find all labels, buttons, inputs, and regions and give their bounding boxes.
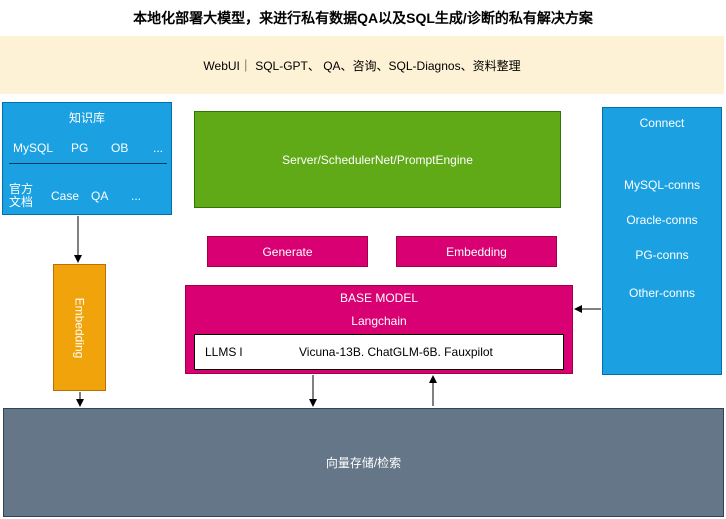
connect-item-oracle: Oracle-conns xyxy=(626,213,698,227)
connect-item-pg: PG-conns xyxy=(635,248,689,262)
vector-store-box: 向量存储/检索 xyxy=(3,408,724,517)
server-box: Server/SchedulerNet/PromptEngine xyxy=(194,111,561,208)
kb-doc-case: Case xyxy=(51,189,80,203)
vector-store-label: 向量存储/检索 xyxy=(325,456,402,470)
server-label: Server/SchedulerNet/PromptEngine xyxy=(282,152,473,167)
knowledge-base-box: 知识库 MySQL PG OB ... 官方 文档 Case QA ... xyxy=(2,102,172,215)
generate-label: Generate xyxy=(262,244,313,259)
page-title: 本地化部署大模型，来进行私有数据QA以及SQL生成/诊断的私有解决方案 xyxy=(133,10,593,26)
kb-doc-official: 官方 文档 xyxy=(9,182,34,209)
kb-source-more: ... xyxy=(153,141,164,155)
knowledge-base-title: 知识库 xyxy=(68,111,105,125)
connect-item-other: Other-conns xyxy=(628,286,696,300)
webui-label: WebUI｜ SQL-GPT、 QA、咨询、SQL-Diagnos、资料整理 xyxy=(203,58,521,73)
base-model-title: BASE MODEL xyxy=(339,291,419,305)
webui-banner: WebUI｜ SQL-GPT、 QA、咨询、SQL-Diagnos、资料整理 xyxy=(0,36,724,94)
kb-source-mysql: MySQL xyxy=(13,141,54,155)
vertical-embedding-box: Embedding xyxy=(53,264,106,391)
generate-box: Generate xyxy=(207,236,368,267)
langchain-label: Langchain xyxy=(351,314,407,328)
knowledge-base-sources: MySQL PG OB ... xyxy=(3,141,171,155)
llms-box: LLMS l Vicuna-13B. ChatGLM-6B. Fauxpilot xyxy=(194,334,564,370)
base-model-box: BASE MODEL Langchain LLMS l Vicuna-13B. … xyxy=(185,285,573,374)
knowledge-base-docs: 官方 文档 Case QA ... xyxy=(3,183,171,213)
kb-doc-more: ... xyxy=(131,189,142,203)
connect-title: Connect xyxy=(639,116,685,130)
connect-item-mysql: MySQL-conns xyxy=(623,178,701,192)
llms-models: Vicuna-13B. ChatGLM-6B. Fauxpilot xyxy=(299,345,493,359)
connect-box: Connect MySQL-conns Oracle-conns PG-conn… xyxy=(602,107,722,375)
embedding-label: Embedding xyxy=(446,244,507,259)
kb-source-pg: PG xyxy=(71,141,89,155)
kb-source-ob: OB xyxy=(111,141,129,155)
llms-label: LLMS l xyxy=(205,345,243,359)
embedding-box: Embedding xyxy=(396,236,557,267)
kb-doc-qa: QA xyxy=(91,189,109,203)
kb-divider xyxy=(9,163,167,164)
